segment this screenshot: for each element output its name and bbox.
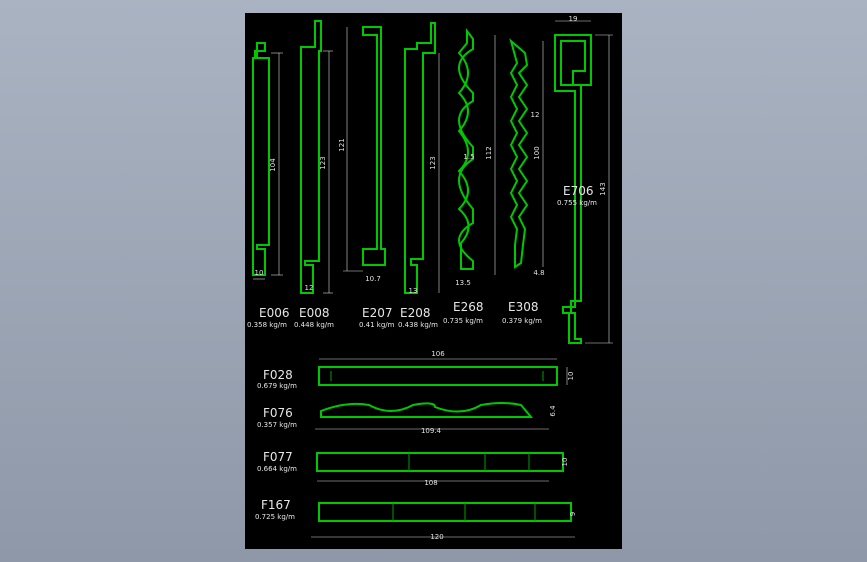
e207-height-dim: 121	[338, 138, 346, 151]
e006-weight: 0.358 kg/m	[247, 321, 287, 329]
f028-code: F028	[263, 368, 293, 382]
profile-e008: 123 12 E008 0.448 kg/m	[294, 20, 334, 329]
profile-e706: 19 143 E706 0.755 kg/m	[554, 15, 613, 344]
profile-f167: 120 9 F167 0.725 kg/m	[255, 498, 577, 541]
f077-height-dim: 10	[561, 458, 569, 467]
e308-height-dim: 100	[533, 146, 541, 159]
f028-width-dim: 106	[431, 350, 445, 358]
profile-e207: 121 10.7 E207 0.41 kg/m	[338, 26, 395, 329]
profile-e006: 104 10 E006 0.358 kg/m	[247, 42, 290, 329]
f076-code: F076	[263, 406, 293, 420]
e006-code: E006	[259, 306, 290, 320]
profile-e268: 112 13.5 1.5 E268 0.735 kg/m	[443, 28, 496, 325]
f076-width-dim: 109.4	[421, 427, 442, 435]
e008-height-dim: 123	[319, 156, 327, 169]
f077-weight: 0.664 kg/m	[257, 465, 297, 473]
e268-width-dim: 13.5	[455, 279, 471, 287]
e706-width-dim: 19	[569, 15, 578, 23]
f167-weight: 0.725 kg/m	[255, 513, 295, 521]
profile-e208: 123 13 E208 0.438 kg/m	[398, 22, 440, 329]
e008-code: E008	[299, 306, 330, 320]
f077-width-dim: 108	[424, 479, 437, 487]
f076-weight: 0.357 kg/m	[257, 421, 297, 429]
e308-depth-dim: 4.8	[533, 269, 544, 277]
e706-height-dim: 143	[599, 182, 607, 195]
drawing-sheet: 104 10 E006 0.358 kg/m 123 12 E008 0.448…	[245, 13, 622, 549]
e706-code: E706	[563, 184, 594, 198]
e207-code: E207	[362, 306, 393, 320]
e208-code: E208	[400, 306, 431, 320]
e268-code: E268	[453, 300, 484, 314]
e207-weight: 0.41 kg/m	[359, 321, 395, 329]
e308-weight: 0.379 kg/m	[502, 317, 542, 325]
e268-wall-dim: 1.5	[463, 153, 474, 161]
f167-height-dim: 9	[569, 512, 577, 516]
e208-width-dim: 13	[409, 287, 418, 295]
profile-f077: 108 10 F077 0.664 kg/m	[257, 450, 569, 487]
profile-f028: 106 10 F028 0.679 kg/m	[257, 350, 575, 390]
e268-height-dim: 112	[485, 146, 493, 159]
e308-pitch-dim: 12	[531, 111, 540, 119]
e006-height-dim: 104	[269, 158, 277, 172]
e008-weight: 0.448 kg/m	[294, 321, 334, 329]
f076-height-dim: 6.4	[549, 405, 557, 417]
profile-e308: 100 12 4.8 E308 0.379 kg/m	[502, 38, 545, 325]
e308-code: E308	[508, 300, 539, 314]
profile-f076: 109.4 6.4 F076 0.357 kg/m	[257, 402, 557, 435]
e006-width-dim: 10	[255, 269, 264, 277]
e008-width-dim: 12	[305, 284, 314, 292]
f077-code: F077	[263, 450, 293, 464]
profile-drawing: 104 10 E006 0.358 kg/m 123 12 E008 0.448…	[247, 15, 613, 541]
e706-weight: 0.755 kg/m	[557, 199, 597, 207]
e208-weight: 0.438 kg/m	[398, 321, 438, 329]
f167-width-dim: 120	[430, 533, 443, 541]
e208-height-dim: 123	[429, 156, 437, 169]
e268-weight: 0.735 kg/m	[443, 317, 483, 325]
f028-weight: 0.679 kg/m	[257, 382, 297, 390]
f167-code: F167	[261, 498, 291, 512]
e207-width-dim: 10.7	[365, 275, 381, 283]
f028-height-dim: 10	[567, 372, 575, 381]
